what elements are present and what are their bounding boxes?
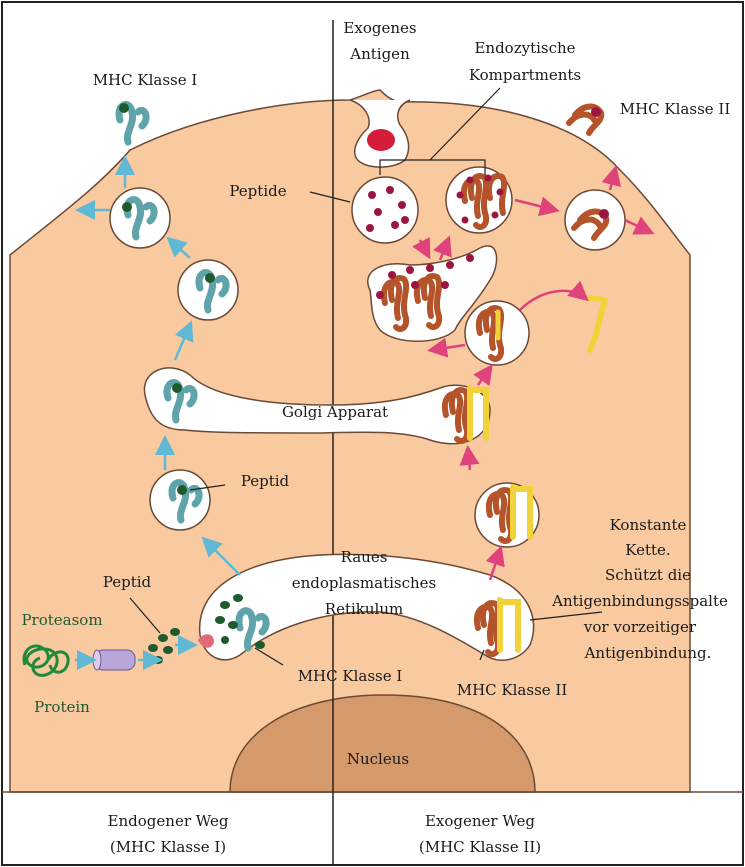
label-exogenes: Exogenes xyxy=(343,19,416,37)
proteasome xyxy=(93,650,135,670)
label-konstante-1: Konstante xyxy=(610,516,687,534)
label-endogener-2: (MHC Klasse I) xyxy=(110,838,226,856)
label-mhc2-top: MHC Klasse II xyxy=(620,100,731,118)
label-endogener-1: Endogener Weg xyxy=(108,812,229,830)
label-konstante-4: Antigenbindungsspalte xyxy=(551,592,728,610)
endosome-peptides xyxy=(352,177,418,243)
label-peptid-mid: Peptid xyxy=(241,472,290,490)
label-nucleus: Nucleus xyxy=(347,750,409,768)
exogenous-antigen-shape xyxy=(367,129,395,151)
label-peptide: Peptide xyxy=(229,182,286,200)
label-konstante-2: Kette. xyxy=(625,541,670,559)
label-mhc1-bottom: MHC Klasse I xyxy=(298,667,403,685)
label-raues: Raues xyxy=(341,548,388,566)
label-antigen: Antigen xyxy=(349,45,410,63)
label-kompartments: Kompartments xyxy=(469,66,581,84)
label-endozytische: Endozytische xyxy=(474,39,575,57)
label-endoplasmatisches: endoplasmatisches xyxy=(292,574,437,592)
label-retikulum: Retikulum xyxy=(325,600,403,618)
label-konstante-5: vor vorzeitiger xyxy=(583,618,697,636)
label-proteasom: Proteasom xyxy=(21,611,102,629)
label-peptid-low: Peptid xyxy=(103,573,152,591)
label-protein: Protein xyxy=(34,698,90,716)
label-mhc1-top: MHC Klasse I xyxy=(93,71,198,89)
label-mhc2-bottom: MHC Klasse II xyxy=(457,681,568,699)
label-konstante-6: Antigenbindung. xyxy=(584,644,712,662)
label-konstante-3: Schützt die xyxy=(605,566,691,584)
label-golgi: Golgi Apparat xyxy=(282,403,388,421)
label-exogener-2: (MHC Klasse II) xyxy=(419,838,541,856)
label-exogener-1: Exogener Weg xyxy=(425,812,535,830)
